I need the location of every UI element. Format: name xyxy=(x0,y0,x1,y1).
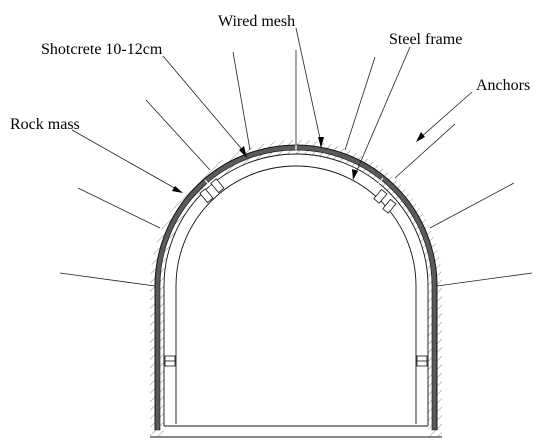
label-steel-frame: Steel frame xyxy=(389,31,462,48)
anchor-lines xyxy=(59,50,533,287)
leader-rock-mass xyxy=(71,129,183,193)
label-rock-mass: Rock mass xyxy=(10,116,80,133)
rock-mass-zone xyxy=(150,140,442,437)
steel-frame-inner xyxy=(175,165,417,424)
leader-wired-mesh xyxy=(295,27,324,148)
label-shotcrete: Shotcrete 10-12cm xyxy=(41,41,163,58)
leader-steel-frame xyxy=(352,46,411,180)
shotcrete-layer xyxy=(154,144,438,431)
frame-joint-right-upper xyxy=(373,188,397,214)
frame-joint-right-lower xyxy=(416,355,428,367)
label-wired-mesh: Wired mesh xyxy=(218,13,295,30)
steel-frame-outer xyxy=(163,153,429,426)
label-anchors: Anchors xyxy=(476,77,530,94)
frame-joint-left-upper xyxy=(199,178,225,204)
mesh-mark-left xyxy=(204,179,211,187)
mesh-mark-right xyxy=(377,177,384,185)
frame-joint-left-lower xyxy=(164,355,176,367)
leader-anchors xyxy=(416,91,473,142)
leader-shotcrete xyxy=(162,55,247,158)
